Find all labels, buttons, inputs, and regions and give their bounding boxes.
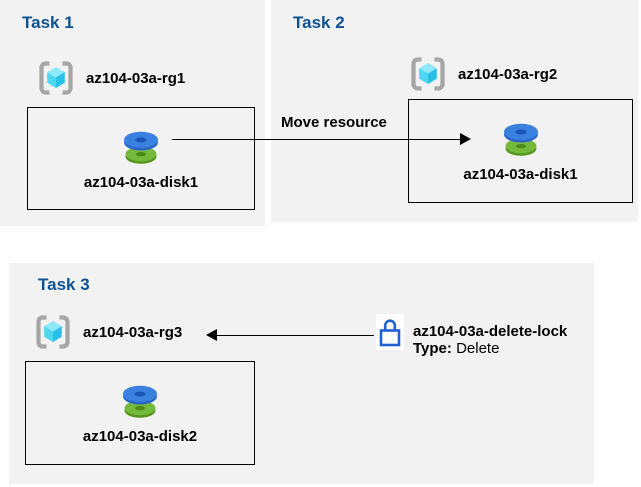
move-arrow-line [172, 139, 462, 140]
resource-group-icon [411, 57, 445, 91]
resource-group-task-1: az104-03a-rg1 [36, 58, 185, 98]
resource-group-name: az104-03a-rg2 [458, 65, 558, 83]
disk-name: az104-03a-disk1 [463, 166, 578, 183]
task-2-title: Task 2 [293, 13, 345, 32]
task-3-title: Task 3 [38, 275, 90, 294]
lock-icon-container [376, 314, 404, 350]
panel-task-2 [271, 0, 638, 222]
resource-group-icon [39, 61, 73, 95]
lock-arrow-line [216, 335, 374, 336]
lock-type-label: Type: [413, 340, 452, 357]
disk-name: az104-03a-disk2 [82, 428, 198, 445]
move-arrow-head-icon [460, 133, 471, 145]
lock-name: az104-03a-delete-lock [413, 323, 568, 340]
disk-icon [123, 385, 157, 418]
resource-box-task-2: az104-03a-disk1 [408, 99, 633, 203]
task-1-title: Task 1 [22, 13, 74, 32]
disk-name: az104-03a-disk1 [83, 173, 199, 191]
panel-task-3 [9, 263, 594, 484]
lock-label-block: az104-03a-delete-lock Type: Delete [413, 323, 567, 357]
resource-group-name: az104-03a-rg1 [86, 69, 186, 87]
lock-arrow-head-icon [206, 329, 217, 341]
resource-box-task-3: az104-03a-disk2 [25, 361, 255, 465]
resource-box-task-1: az104-03a-disk1 [27, 107, 255, 210]
resource-group-icon [36, 315, 70, 349]
disk-icon [124, 131, 158, 164]
panel-task-1 [0, 0, 265, 226]
lock-type-row: Type: Delete [413, 340, 567, 357]
lock-type-value: Delete [456, 340, 500, 357]
disk-icon [503, 123, 538, 156]
resource-group-task-3: az104-03a-rg3 [33, 312, 182, 352]
resource-group-name: az104-03a-rg3 [83, 323, 183, 341]
move-resource-label: Move resource [281, 114, 387, 131]
lock-icon [379, 319, 401, 347]
resource-group-task-2: az104-03a-rg2 [408, 54, 557, 94]
